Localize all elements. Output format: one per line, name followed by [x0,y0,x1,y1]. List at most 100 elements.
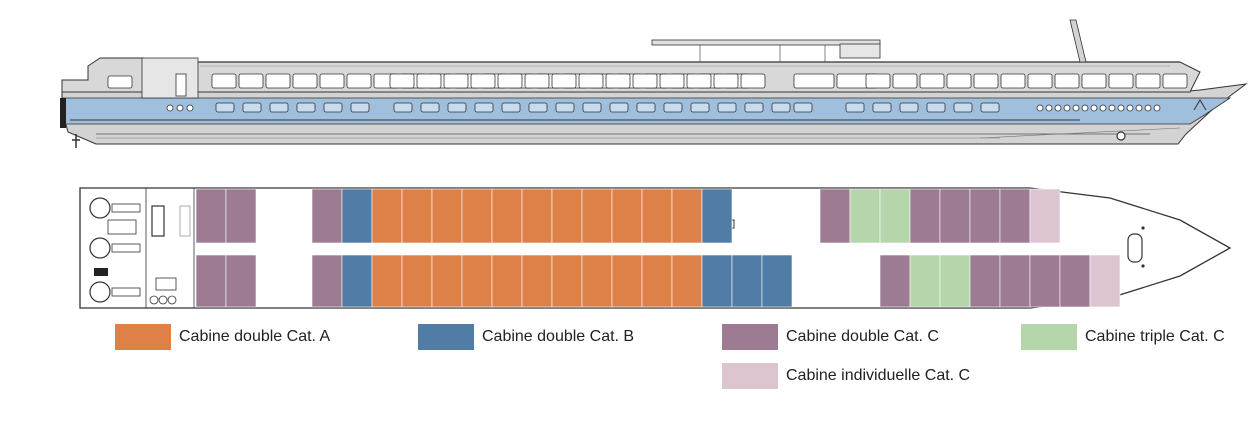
cabin-window [953,102,973,113]
aft-cabin [141,57,199,99]
cabin-a [371,188,403,244]
ship-window [416,73,442,89]
cabin-window [926,102,946,113]
porthole [1108,104,1116,112]
ship-window [919,73,945,89]
cabin-a [521,188,553,244]
deck-plan [79,187,1232,309]
cabin-b [701,254,733,308]
ship-window [1081,73,1107,89]
cabin-window [474,102,494,113]
cabin-window [501,102,521,113]
cabin-c [311,254,343,308]
cabin-c [311,188,343,244]
ship-window [946,73,972,89]
cabin-window [269,102,289,113]
ship-window [578,73,604,89]
cabin-a [431,188,463,244]
ship-window [389,73,415,89]
cabin-a [551,188,583,244]
porthole [1045,104,1053,112]
cabin-b [341,188,373,244]
legend-label: Cabine double Cat. C [786,328,939,345]
legend-item-single: Cabine individuelle Cat. C [722,362,970,390]
ship-window [1054,73,1080,89]
ship-window [740,73,766,89]
cabin-a [491,188,523,244]
cabin-a [431,254,463,308]
cabin-a [641,188,673,244]
cabin-t [879,188,911,244]
cabin-window [717,102,737,113]
swatch-cat-c [722,324,778,350]
ship-window [292,73,318,89]
cabin-b [701,188,733,244]
cabin-a [581,254,613,308]
legend-item-cat-a: Cabine double Cat. A [115,323,330,351]
swatch-single [722,363,778,389]
wheelhouse [839,43,881,59]
cabin-a [371,254,403,308]
cabin-c [879,254,911,308]
ship-window [793,73,835,89]
cabin-window [420,102,440,113]
cabin-a [491,254,523,308]
cabin-a [641,254,673,308]
cabin-window [771,102,791,113]
ship-window [605,73,631,89]
ship-window [659,73,685,89]
porthole [1126,104,1134,112]
cabin-c [195,188,227,244]
porthole [1081,104,1089,112]
ship-window [1135,73,1161,89]
ship-window [892,73,918,89]
cabin-t [909,254,941,308]
cabin-c [939,188,971,244]
cabin-c [909,188,941,244]
cabin-i [1029,188,1061,244]
porthole [1054,104,1062,112]
cabin-c [1059,254,1091,308]
cabin-window [528,102,548,113]
cabin-window [393,102,413,113]
cabin-i [1089,254,1121,308]
legend-item-cat-c: Cabine double Cat. C [722,323,939,351]
cabin-window [793,102,813,113]
swatch-triple [1021,324,1077,350]
cabin-b [341,254,373,308]
cabin-c [225,188,257,244]
ship-window [865,73,891,89]
ship-window [497,73,523,89]
cabin-window [663,102,683,113]
cabin-window [447,102,467,113]
ship-window [686,73,712,89]
ship-window [107,75,133,89]
bow-mark [1193,99,1207,111]
swatch-cat-b [418,324,474,350]
ship-window [211,73,237,89]
ship-window [346,73,372,89]
porthole [166,104,174,112]
porthole [176,104,184,112]
cabin-window [242,102,262,113]
cabin-c [225,254,257,308]
legend-label: Cabine individuelle Cat. C [786,367,971,384]
ship-window [238,73,264,89]
porthole [1063,104,1071,112]
legend-label: Cabine double Cat. B [482,328,635,345]
legend-item-cat-b: Cabine double Cat. B [418,323,634,351]
cabin-a [581,188,613,244]
ship-side-profile [60,19,1248,148]
legend-label: Cabine double Cat. A [179,328,331,345]
door [175,73,187,97]
cabin-a [611,254,643,308]
cabin-a [671,188,703,244]
porthole [1090,104,1098,112]
legend-item-triple: Cabine triple Cat. C [1021,323,1225,351]
cabin-window [323,102,343,113]
ship-window [319,73,345,89]
porthole [1135,104,1143,112]
porthole [186,104,194,112]
cabin-window [744,102,764,113]
